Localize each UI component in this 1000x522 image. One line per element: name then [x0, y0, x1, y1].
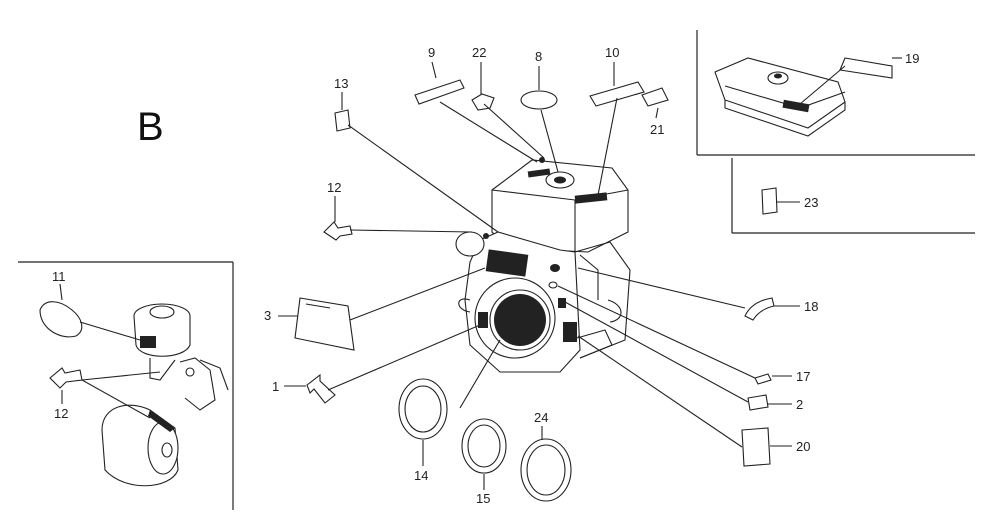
- callout-8: 8: [535, 49, 542, 64]
- fuel-tank-illustration-icon: [714, 57, 846, 137]
- callout-24: 24: [534, 410, 548, 425]
- callout-2: 2: [796, 397, 803, 412]
- leader-lines: [79, 65, 846, 448]
- section-letter: B: [137, 105, 164, 149]
- callout-ticks: [59, 57, 902, 490]
- callout-numbers: 9 22 8 10 21 13 12 3 1 14 15 24 18 17 2 …: [52, 45, 919, 506]
- callout-11: 11: [52, 269, 66, 284]
- callout-17: 17: [796, 369, 810, 384]
- callout-12-engine: 12: [327, 180, 341, 195]
- callout-15: 15: [476, 491, 490, 506]
- callout-13: 13: [334, 76, 348, 91]
- engine-illustration-icon: [455, 157, 631, 373]
- inset-frame-air-cleaner: [18, 261, 234, 510]
- callout-23: 23: [804, 195, 818, 210]
- decal-label-shapes-icon: [39, 57, 893, 502]
- callout-1: 1: [272, 379, 279, 394]
- callout-3: 3: [264, 308, 271, 323]
- callout-12-inset: 12: [54, 406, 68, 421]
- callout-19: 19: [905, 51, 919, 66]
- air-cleaner-illustration-icon: [101, 303, 229, 487]
- callout-21: 21: [650, 122, 664, 137]
- inset-frame-fuel-tank: [696, 30, 975, 234]
- callout-20: 20: [796, 439, 810, 454]
- callout-14: 14: [414, 468, 428, 483]
- callout-9: 9: [428, 45, 435, 60]
- callout-10: 10: [605, 45, 619, 60]
- callout-18: 18: [804, 299, 818, 314]
- callout-22: 22: [472, 45, 486, 60]
